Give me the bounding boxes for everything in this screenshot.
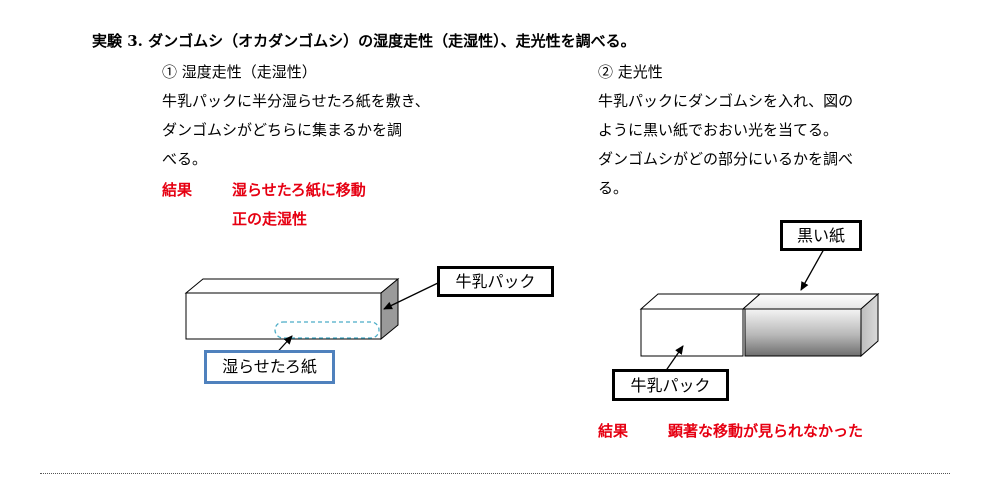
left-result-label: 結果 bbox=[162, 181, 193, 199]
right-section-title: ② 走光性 bbox=[598, 63, 663, 81]
label-wet-filter-paper: 湿らせたろ紙 bbox=[204, 350, 335, 384]
arrow-to-carton-left bbox=[383, 281, 441, 310]
left-desc-line-1: 牛乳パックに半分湿らせたろ紙を敷き、 bbox=[162, 92, 430, 110]
right-desc-line-3: ダンゴムシがどの部分にいるかを調べ bbox=[598, 150, 854, 168]
arrow-to-carton-right bbox=[664, 345, 684, 373]
experiment-heading: 実験 3. ダンゴムシ（オカダンゴムシ）の湿度走性（走湿性）、走光性を調べる。 bbox=[92, 32, 636, 50]
left-desc-line-3: べる。 bbox=[162, 150, 208, 168]
label-milk-carton-left: 牛乳パック bbox=[437, 266, 554, 297]
left-result-line-2: 正の走湿性 bbox=[232, 210, 308, 228]
left-desc-line-2: ダンゴムシがどちらに集まるかを調 bbox=[162, 121, 403, 139]
page-divider bbox=[40, 473, 950, 474]
arrow-to-black-paper bbox=[800, 248, 825, 291]
right-result-text: 顕著な移動が見られなかった bbox=[668, 422, 864, 440]
left-milk-carton bbox=[184, 277, 400, 341]
right-desc-line-2: ように黒い紙でおおい光を当てる。 bbox=[598, 121, 839, 139]
left-result-line-1: 湿らせたろ紙に移動 bbox=[232, 181, 366, 199]
label-black-paper: 黒い紙 bbox=[780, 220, 862, 251]
right-milk-carton bbox=[639, 292, 880, 358]
right-desc-line-1: 牛乳パックにダンゴムシを入れ、図の bbox=[598, 92, 854, 110]
left-section-title: ① 湿度走性（走湿性） bbox=[162, 63, 317, 81]
label-milk-carton-right: 牛乳パック bbox=[612, 369, 729, 401]
right-result-label: 結果 bbox=[598, 422, 629, 440]
right-desc-line-4: る。 bbox=[598, 179, 629, 197]
wet-filter-paper-region bbox=[274, 321, 380, 339]
